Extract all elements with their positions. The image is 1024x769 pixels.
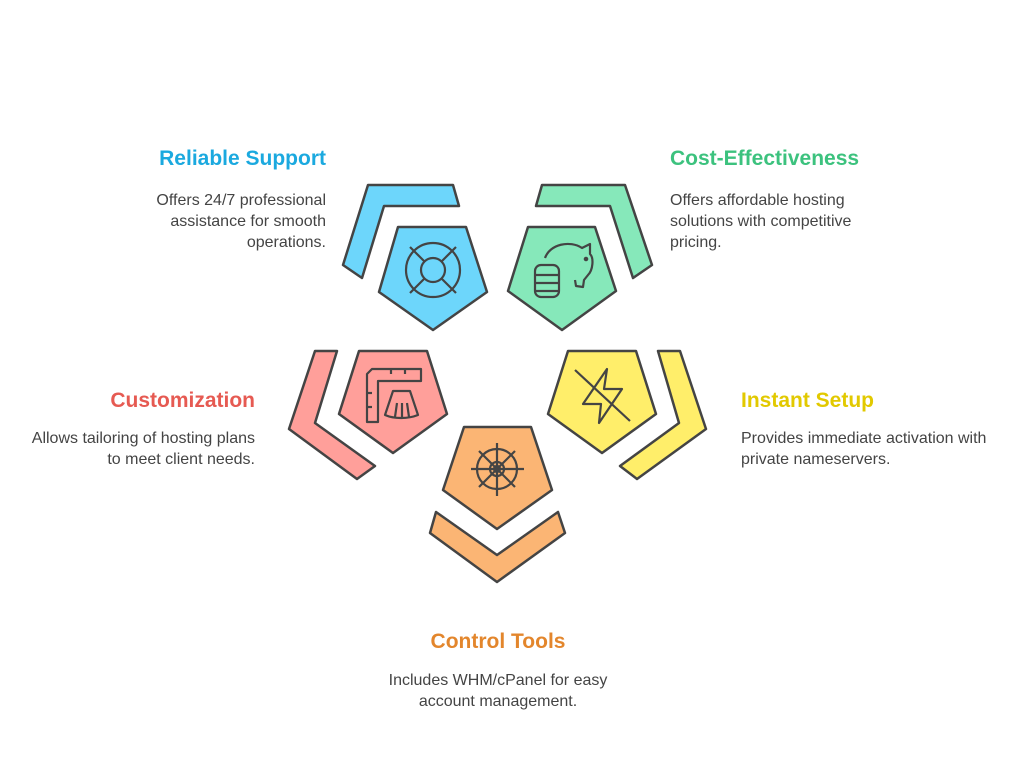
setup-chevron <box>618 349 708 481</box>
customization-chevron <box>287 349 377 481</box>
customization-description: Allows tailoring of hosting plans to mee… <box>31 430 255 468</box>
tailoring-icon <box>365 367 423 424</box>
cost-pentagon <box>506 225 618 332</box>
support-pentagon <box>377 225 489 332</box>
ship-wheel-icon <box>471 443 524 496</box>
setup-title: Instant Setup <box>741 389 875 412</box>
customization-pentagon <box>337 349 449 455</box>
control-title: Control Tools <box>430 630 566 653</box>
support-title: Reliable Support <box>159 147 326 170</box>
cost-description: Offers affordable hosting solutions with… <box>670 192 852 251</box>
control-description: Includes WHM/cPanel for easy account man… <box>388 672 608 710</box>
setup-description: Provides immediate activation with priva… <box>741 430 987 468</box>
cost-title: Cost-Effectiveness <box>670 147 860 170</box>
customization-title: Customization <box>110 389 255 412</box>
lightning-off-icon <box>574 367 631 425</box>
support-description: Offers 24/7 professional assistance for … <box>156 192 326 251</box>
lifebuoy-icon <box>404 241 462 299</box>
control-chevron <box>428 510 567 584</box>
setup-pentagon <box>546 349 658 455</box>
piggy-bank-icon <box>533 242 594 299</box>
cost-chevron <box>534 183 654 280</box>
support-chevron <box>341 183 461 280</box>
